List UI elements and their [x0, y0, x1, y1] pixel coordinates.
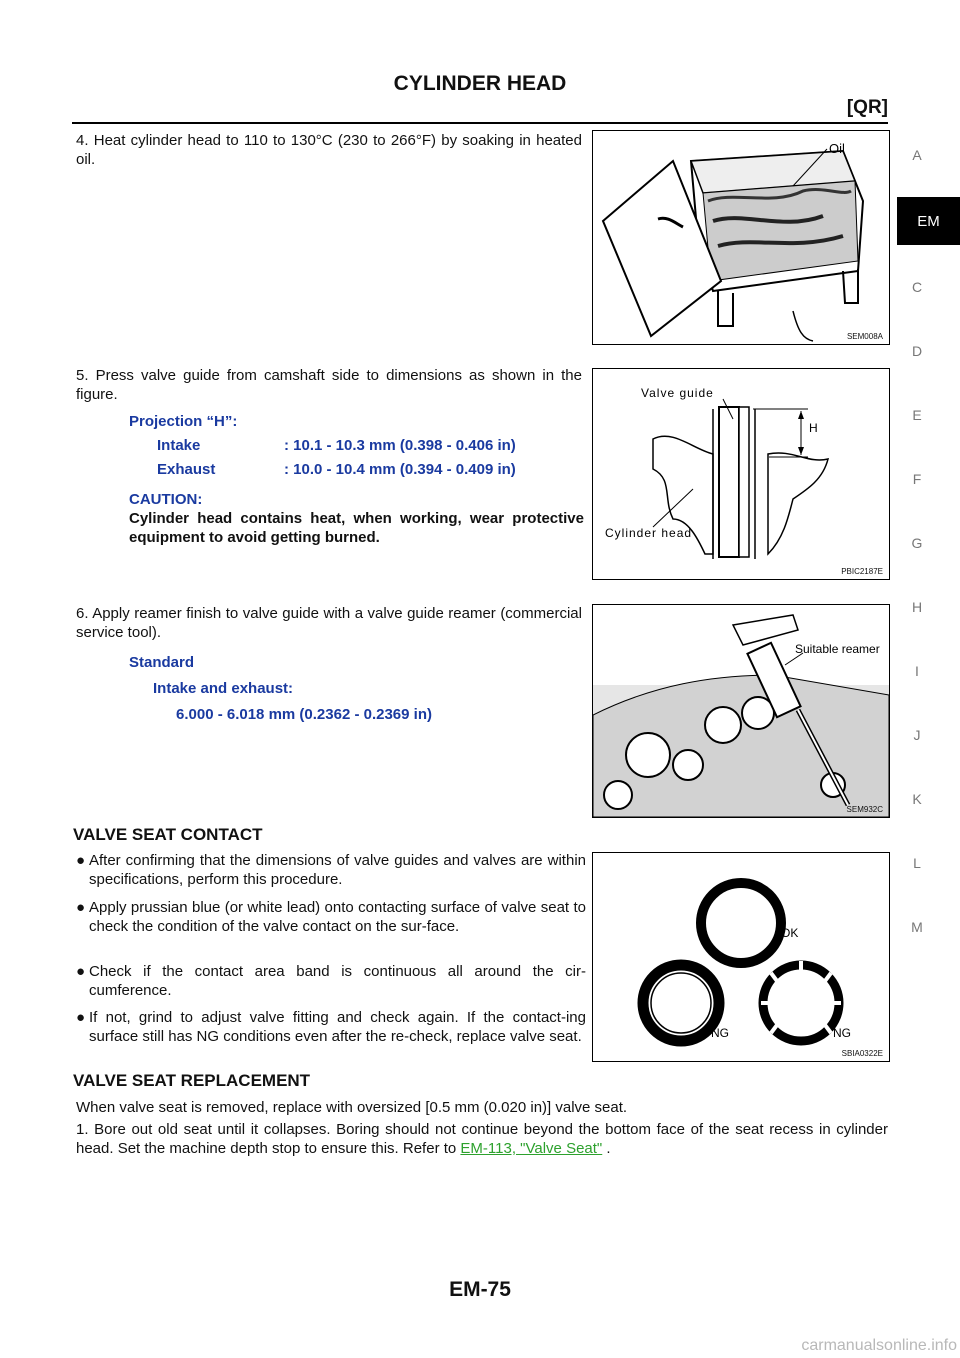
figure-valve-guide: Valve guide H Cylinder head PBIC2187E [592, 368, 890, 580]
replacement-step-1-end: . [606, 1140, 611, 1157]
figure-reamer: Suitable reamer SEM932C [592, 604, 890, 818]
sidebar-letter-j[interactable]: J [913, 727, 921, 743]
exhaust-value: : 10.0 - 10.4 mm (0.394 - 0.409 in) [284, 461, 516, 478]
section-index-sidebar: A EM C D E F G H I J K L M [897, 0, 960, 1358]
sidebar-letter-f[interactable]: F [912, 471, 922, 487]
sidebar-letter-h[interactable]: H [911, 599, 923, 615]
sidebar-letter-c[interactable]: C [911, 279, 923, 295]
figure-label-valve-guide: Valve guide [641, 386, 714, 400]
link-em-113-valve-seat[interactable]: EM-113, "Valve Seat" [460, 1140, 603, 1157]
reamer-standard-value: 6.000 - 6.018 mm (0.2362 - 0.2369 in) [176, 706, 432, 723]
page-title: CYLINDER HEAD [393, 72, 567, 95]
watermark: carmanualsonline.info [801, 1337, 957, 1354]
bullet-text: If not, grind to adjust valve fitting an… [89, 1009, 586, 1045]
figure-label-h: H [809, 421, 818, 435]
bullet-dot: ● [76, 1009, 86, 1026]
heading-valve-seat-replacement: VALVE SEAT REPLACEMENT [73, 1071, 311, 1090]
figure-label-ng-left: NG [711, 1026, 729, 1040]
figure-valve-seat-contact: OK NG NG SBIA0322E [592, 852, 890, 1062]
header-rule [72, 122, 888, 124]
figure-code: SBIA0322E [841, 1049, 883, 1058]
standard-label: Standard [129, 654, 195, 671]
caution-title: CAUTION: [129, 491, 203, 508]
sidebar-letter-g[interactable]: G [911, 535, 923, 551]
step-6-text: 6. Apply reamer finish to valve guide wi… [76, 605, 582, 641]
exhaust-label: Exhaust [157, 461, 216, 478]
bullet-item: ● Apply prussian blue (or white lead) on… [76, 898, 586, 936]
step-4-text: 4. Heat cylinder head to 110 to 130°C (2… [76, 132, 582, 168]
bullet-dot: ● [76, 852, 86, 869]
caution-text: Cylinder head contains heat, when workin… [129, 510, 584, 546]
projection-label: Projection “H”: [129, 413, 238, 430]
sidebar-letter-m[interactable]: M [911, 919, 923, 935]
bullet-dot: ● [76, 963, 86, 980]
bullet-dot: ● [76, 899, 86, 916]
page-number: EM-75 [449, 1278, 511, 1301]
figure-label-ng-right: NG [833, 1026, 851, 1040]
bullet-item: ● If not, grind to adjust valve fitting … [76, 1008, 586, 1046]
replacement-intro: When valve seat is removed, replace with… [76, 1099, 628, 1116]
sidebar-tab-em[interactable]: EM [897, 197, 960, 245]
bullet-item: ● After confirming that the dimensions o… [76, 851, 586, 889]
figure-code: SEM932C [846, 805, 883, 814]
replacement-step-1: 1. Bore out old seat until it collapses.… [76, 1120, 888, 1158]
sidebar-letter-a[interactable]: A [912, 147, 922, 163]
sidebar-letter-e[interactable]: E [912, 407, 922, 423]
intake-exhaust-label: Intake and exhaust: [153, 680, 294, 697]
figure-code: SEM008A [846, 332, 883, 341]
bullet-text: After confirming that the dimensions of … [89, 852, 586, 888]
valve-guide-illustration: Valve guide H Cylinder head [605, 386, 830, 559]
reamer-illustration: Suitable reamer [593, 614, 889, 817]
figure-label-ok: OK [781, 926, 798, 940]
figure-code: PBIC2187E [841, 567, 883, 576]
replacement-step-1-text: 1. Bore out old seat until it collapses.… [76, 1121, 888, 1157]
sidebar-letter-i[interactable]: I [915, 663, 919, 679]
sidebar-letter-l[interactable]: L [913, 855, 921, 871]
heading-valve-seat-contact: VALVE SEAT CONTACT [73, 825, 263, 844]
bullet-text: Apply prussian blue (or white lead) onto… [89, 899, 586, 935]
sidebar-letter-k[interactable]: K [912, 791, 922, 807]
figure-label-oil: Oil [829, 141, 845, 156]
figure-label-suitable-reamer: Suitable reamer [795, 642, 880, 656]
intake-label: Intake [157, 437, 201, 454]
sidebar-letter-d[interactable]: D [911, 343, 923, 359]
contact-pattern-illustration: OK NG NG [637, 878, 851, 1047]
oil-bath-illustration: Oil [601, 141, 865, 342]
bullet-text: Check if the contact area band is contin… [89, 963, 586, 999]
intake-value: : 10.1 - 10.3 mm (0.398 - 0.406 in) [284, 437, 516, 454]
figure-label-cylinder-head: Cylinder head [605, 526, 692, 540]
bullet-item: ● Check if the contact area band is cont… [76, 962, 586, 1000]
figure-oil-bath: Oil SEM008A [592, 130, 890, 345]
section-code: [QR] [846, 97, 888, 118]
step-5-text: 5. Press valve guide from camshaft side … [76, 367, 582, 403]
